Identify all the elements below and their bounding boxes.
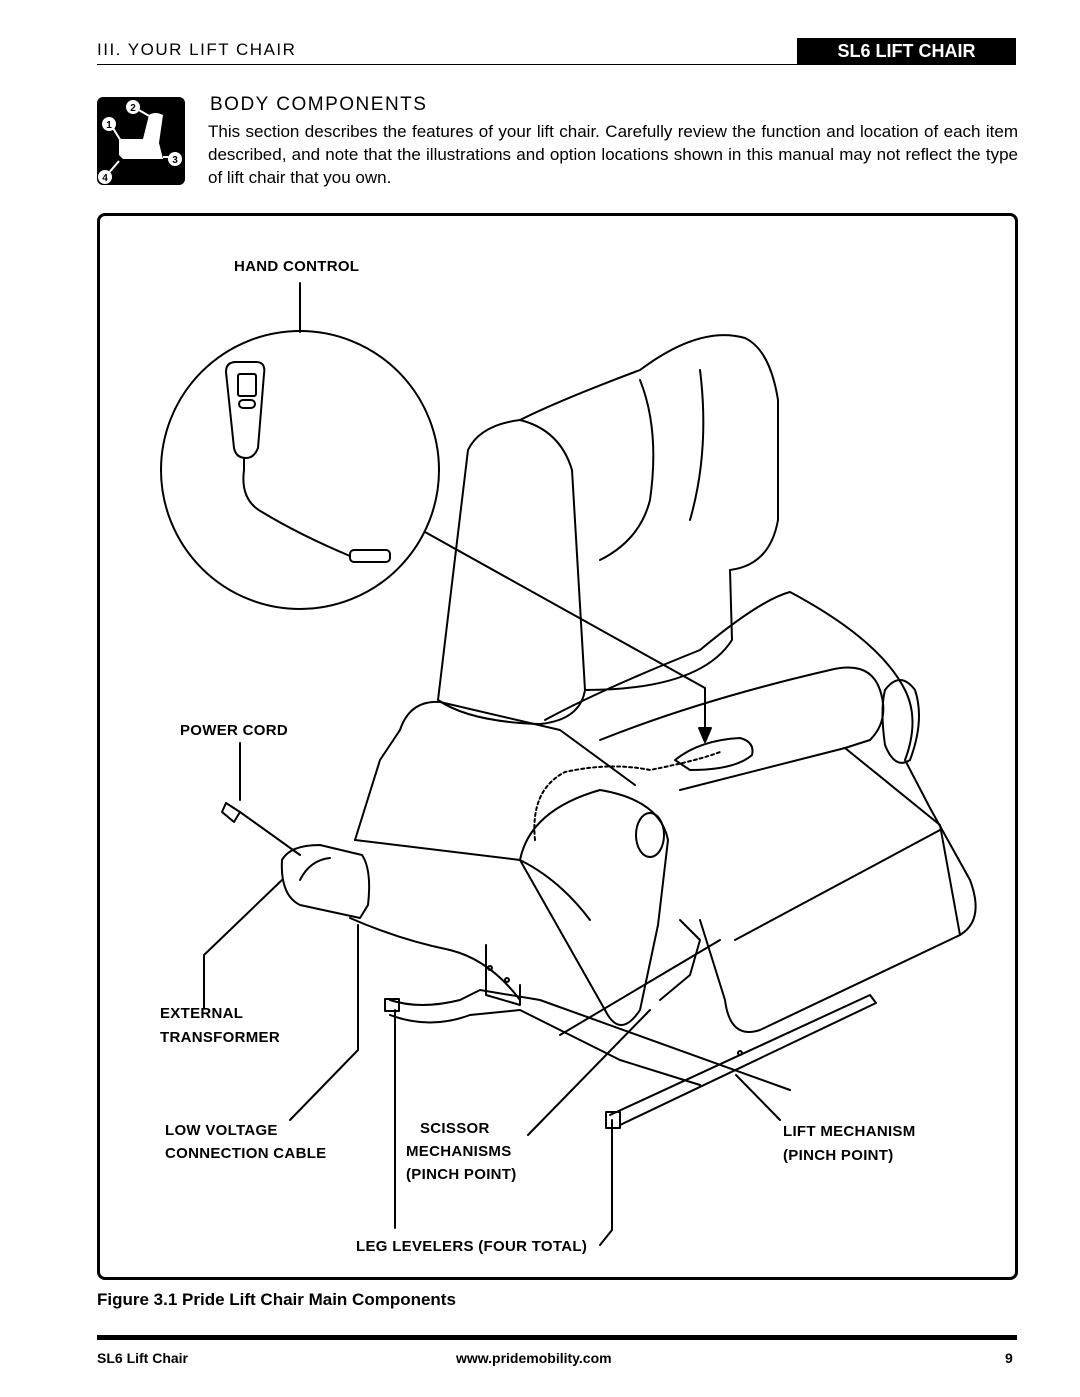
external-transformer	[280, 844, 371, 919]
label-transformer: TRANSFORMER	[160, 1029, 280, 1046]
footer-model: SL6 Lift Chair	[97, 1350, 189, 1366]
label-lift-pinch: (PINCH POINT)	[783, 1147, 894, 1164]
icon-number-1: 1	[106, 120, 112, 131]
model-badge: SL6 LIFT CHAIR	[797, 38, 1016, 65]
hand-control-detail-circle	[160, 330, 440, 610]
cable-leader	[289, 924, 359, 1121]
figure-caption: Figure 3.1 Pride Lift Chair Main Compone…	[97, 1290, 456, 1309]
label-external: EXTERNAL	[160, 1005, 244, 1022]
icon-number-4: 4	[102, 173, 108, 184]
coiled-cord	[533, 751, 721, 841]
label-hand-control: HAND CONTROL	[234, 258, 360, 275]
hand-control-plug	[349, 549, 391, 563]
label-mechanisms: MECHANISMS	[406, 1143, 512, 1160]
icon-number-3: 3	[172, 155, 178, 166]
label-scissor: SCISSOR	[420, 1120, 490, 1137]
power-cord	[239, 811, 301, 856]
section-description: This section describes the features of y…	[208, 122, 1018, 187]
label-low-voltage: LOW VOLTAGE	[165, 1122, 278, 1139]
figure-frame	[97, 213, 1018, 1280]
lift-mech-leader	[735, 1074, 781, 1121]
label-power-cord: POWER CORD	[180, 722, 288, 739]
hand-control-pendant	[225, 361, 266, 459]
leveler-leader-right	[599, 1119, 613, 1246]
lift-mechanism-bracket	[485, 944, 521, 1006]
icon-number-2: 2	[130, 103, 136, 114]
chair-components-icon: 1 2 3 4	[97, 97, 185, 185]
chair-hand-control	[674, 737, 754, 771]
label-connection-cable: CONNECTION CABLE	[165, 1145, 327, 1162]
low-voltage-cable	[349, 917, 521, 1001]
section-heading: III. YOUR LIFT CHAIR	[97, 40, 297, 59]
label-leg-levelers: LEG LEVELERS (FOUR TOTAL)	[356, 1238, 588, 1255]
transformer-leader	[203, 879, 283, 1009]
label-lift-mechanism: LIFT MECHANISM	[783, 1123, 916, 1140]
footer-rule	[97, 1335, 1017, 1340]
scissor-leader	[527, 1009, 651, 1136]
header-rule	[97, 64, 797, 65]
section-title: BODY COMPONENTS	[210, 94, 428, 115]
chair-footrest	[679, 747, 961, 1033]
chair-arm	[519, 789, 669, 1026]
scissor-mechanism	[659, 919, 701, 1001]
label-scissor-pinch: (PINCH POINT)	[406, 1166, 517, 1183]
page-number: 9	[1005, 1350, 1013, 1366]
lift-base-frame	[389, 989, 791, 1091]
chair-back-side	[437, 419, 586, 725]
chair-seat	[544, 591, 977, 936]
footer-url[interactable]: www.pridemobility.com	[456, 1350, 612, 1366]
